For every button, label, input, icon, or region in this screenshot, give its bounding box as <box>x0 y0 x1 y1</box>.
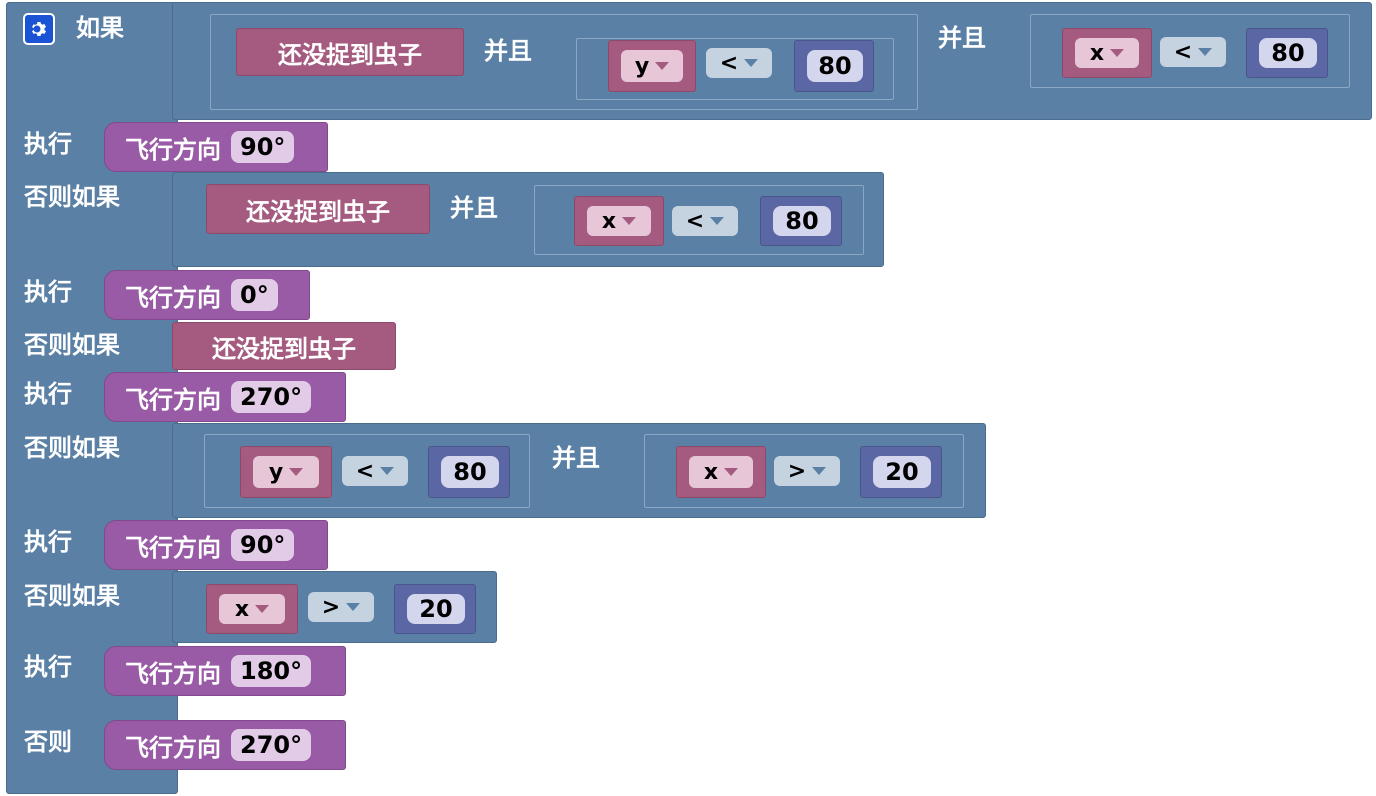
var-x-4[interactable]: x <box>206 584 298 634</box>
op-symbol: > <box>787 458 807 484</box>
num-value[interactable]: 80 <box>441 456 499 488</box>
op-lt-4[interactable]: < <box>342 456 408 486</box>
keyword-else-if-2: 否则如果 <box>24 331 120 359</box>
keyword-else-if-4: 否则如果 <box>24 582 120 610</box>
var-name: x <box>601 208 617 234</box>
mutator-button[interactable] <box>23 13 55 45</box>
var-x-2[interactable]: x <box>574 196 664 246</box>
var-name: y <box>268 459 284 485</box>
event-not-caught-bug[interactable]: 还没捉到虫子 <box>236 28 464 76</box>
var-x-1[interactable]: x <box>1062 28 1152 78</box>
fly-direction-label: 飞行方向 <box>125 533 221 562</box>
event-not-caught-bug-2[interactable]: 还没捉到虫子 <box>206 184 430 234</box>
fly-direction-block-6[interactable]: 飞行方向 270° <box>104 720 346 770</box>
keyword-do-2: 执行 <box>24 278 72 306</box>
num-20-1[interactable]: 20 <box>860 446 942 498</box>
num-80-3[interactable]: 80 <box>760 196 842 246</box>
num-20-2[interactable]: 20 <box>394 584 476 634</box>
angle-input[interactable]: 0° <box>231 279 278 311</box>
fly-direction-block-2[interactable]: 飞行方向 0° <box>104 270 310 320</box>
and-block-2[interactable] <box>534 185 864 255</box>
dropdown-caret-icon <box>724 468 739 476</box>
dropdown-caret-icon <box>380 467 395 475</box>
var-y-2[interactable]: y <box>240 446 332 498</box>
op-lt-3[interactable]: < <box>672 206 738 236</box>
keyword-do-3: 执行 <box>24 380 72 408</box>
compare-block-y-lt-80[interactable] <box>576 38 894 100</box>
op-symbol: < <box>719 50 739 76</box>
dropdown-caret-icon <box>710 217 725 225</box>
dropdown-caret-icon <box>744 59 759 67</box>
compare-block-y-lt-80-2[interactable] <box>204 434 530 508</box>
op-lt-1[interactable]: < <box>706 48 772 78</box>
dropdown-caret-icon <box>812 467 827 475</box>
keyword-if: 如果 <box>76 14 124 42</box>
angle-input[interactable]: 90° <box>231 131 295 163</box>
dropdown-caret-icon <box>289 468 304 476</box>
var-name: x <box>234 596 250 622</box>
keyword-and-1: 并且 <box>484 37 532 65</box>
num-value[interactable]: 20 <box>407 594 465 624</box>
fly-direction-label: 飞行方向 <box>125 283 221 312</box>
fly-direction-label: 飞行方向 <box>125 659 221 688</box>
dropdown-caret-icon <box>1198 48 1213 56</box>
keyword-do-5: 执行 <box>24 653 72 681</box>
fly-direction-block-5[interactable]: 飞行方向 180° <box>104 646 346 696</box>
op-symbol: < <box>355 458 375 484</box>
compare-block-x-lt-80[interactable] <box>1030 14 1350 88</box>
angle-input[interactable]: 270° <box>231 381 312 413</box>
var-x-3[interactable]: x <box>676 446 766 498</box>
num-value[interactable]: 80 <box>1259 38 1317 68</box>
num-80-2[interactable]: 80 <box>1246 28 1328 78</box>
dropdown-caret-icon <box>255 605 270 613</box>
num-80-1[interactable]: 80 <box>794 40 874 92</box>
num-80-4[interactable]: 80 <box>428 446 510 498</box>
angle-input[interactable]: 180° <box>231 655 312 687</box>
keyword-and-2: 并且 <box>938 24 986 52</box>
keyword-and-4: 并且 <box>552 444 600 472</box>
keyword-else: 否则 <box>24 728 72 756</box>
and-block-outer[interactable] <box>210 14 918 110</box>
compare-block-x-gt-20[interactable] <box>644 434 964 508</box>
angle-input[interactable]: 270° <box>231 729 312 761</box>
op-lt-2[interactable]: < <box>1160 37 1226 67</box>
keyword-do-1: 执行 <box>24 130 72 158</box>
keyword-do-4: 执行 <box>24 528 72 556</box>
dropdown-caret-icon <box>622 217 637 225</box>
var-name: y <box>634 53 650 79</box>
var-y-1[interactable]: y <box>608 40 696 92</box>
fly-direction-block-3[interactable]: 飞行方向 270° <box>104 372 346 422</box>
fly-direction-label: 飞行方向 <box>125 385 221 414</box>
var-name: x <box>703 459 719 485</box>
dropdown-caret-icon <box>1110 49 1125 57</box>
op-gt-2[interactable]: > <box>308 592 374 622</box>
event-not-caught-bug-3[interactable]: 还没捉到虫子 <box>172 322 396 370</box>
angle-input[interactable]: 90° <box>231 529 295 561</box>
fly-direction-label: 飞行方向 <box>125 135 221 164</box>
fly-direction-label: 飞行方向 <box>125 733 221 762</box>
num-value[interactable]: 80 <box>807 50 863 82</box>
op-symbol: > <box>321 594 341 620</box>
keyword-else-if-1: 否则如果 <box>24 183 120 211</box>
op-symbol: < <box>1173 39 1193 65</box>
keyword-and-3: 并且 <box>450 194 498 222</box>
fly-direction-block-4[interactable]: 飞行方向 90° <box>104 520 328 570</box>
keyword-else-if-3: 否则如果 <box>24 434 120 462</box>
op-symbol: < <box>685 208 705 234</box>
var-name: x <box>1089 40 1105 66</box>
num-value[interactable]: 20 <box>873 456 931 488</box>
dropdown-caret-icon <box>346 603 361 611</box>
op-gt-1[interactable]: > <box>774 456 840 486</box>
fly-direction-block-1[interactable]: 飞行方向 90° <box>104 122 328 172</box>
gear-icon <box>32 22 46 36</box>
dropdown-caret-icon <box>655 62 670 70</box>
num-value[interactable]: 80 <box>773 206 831 236</box>
